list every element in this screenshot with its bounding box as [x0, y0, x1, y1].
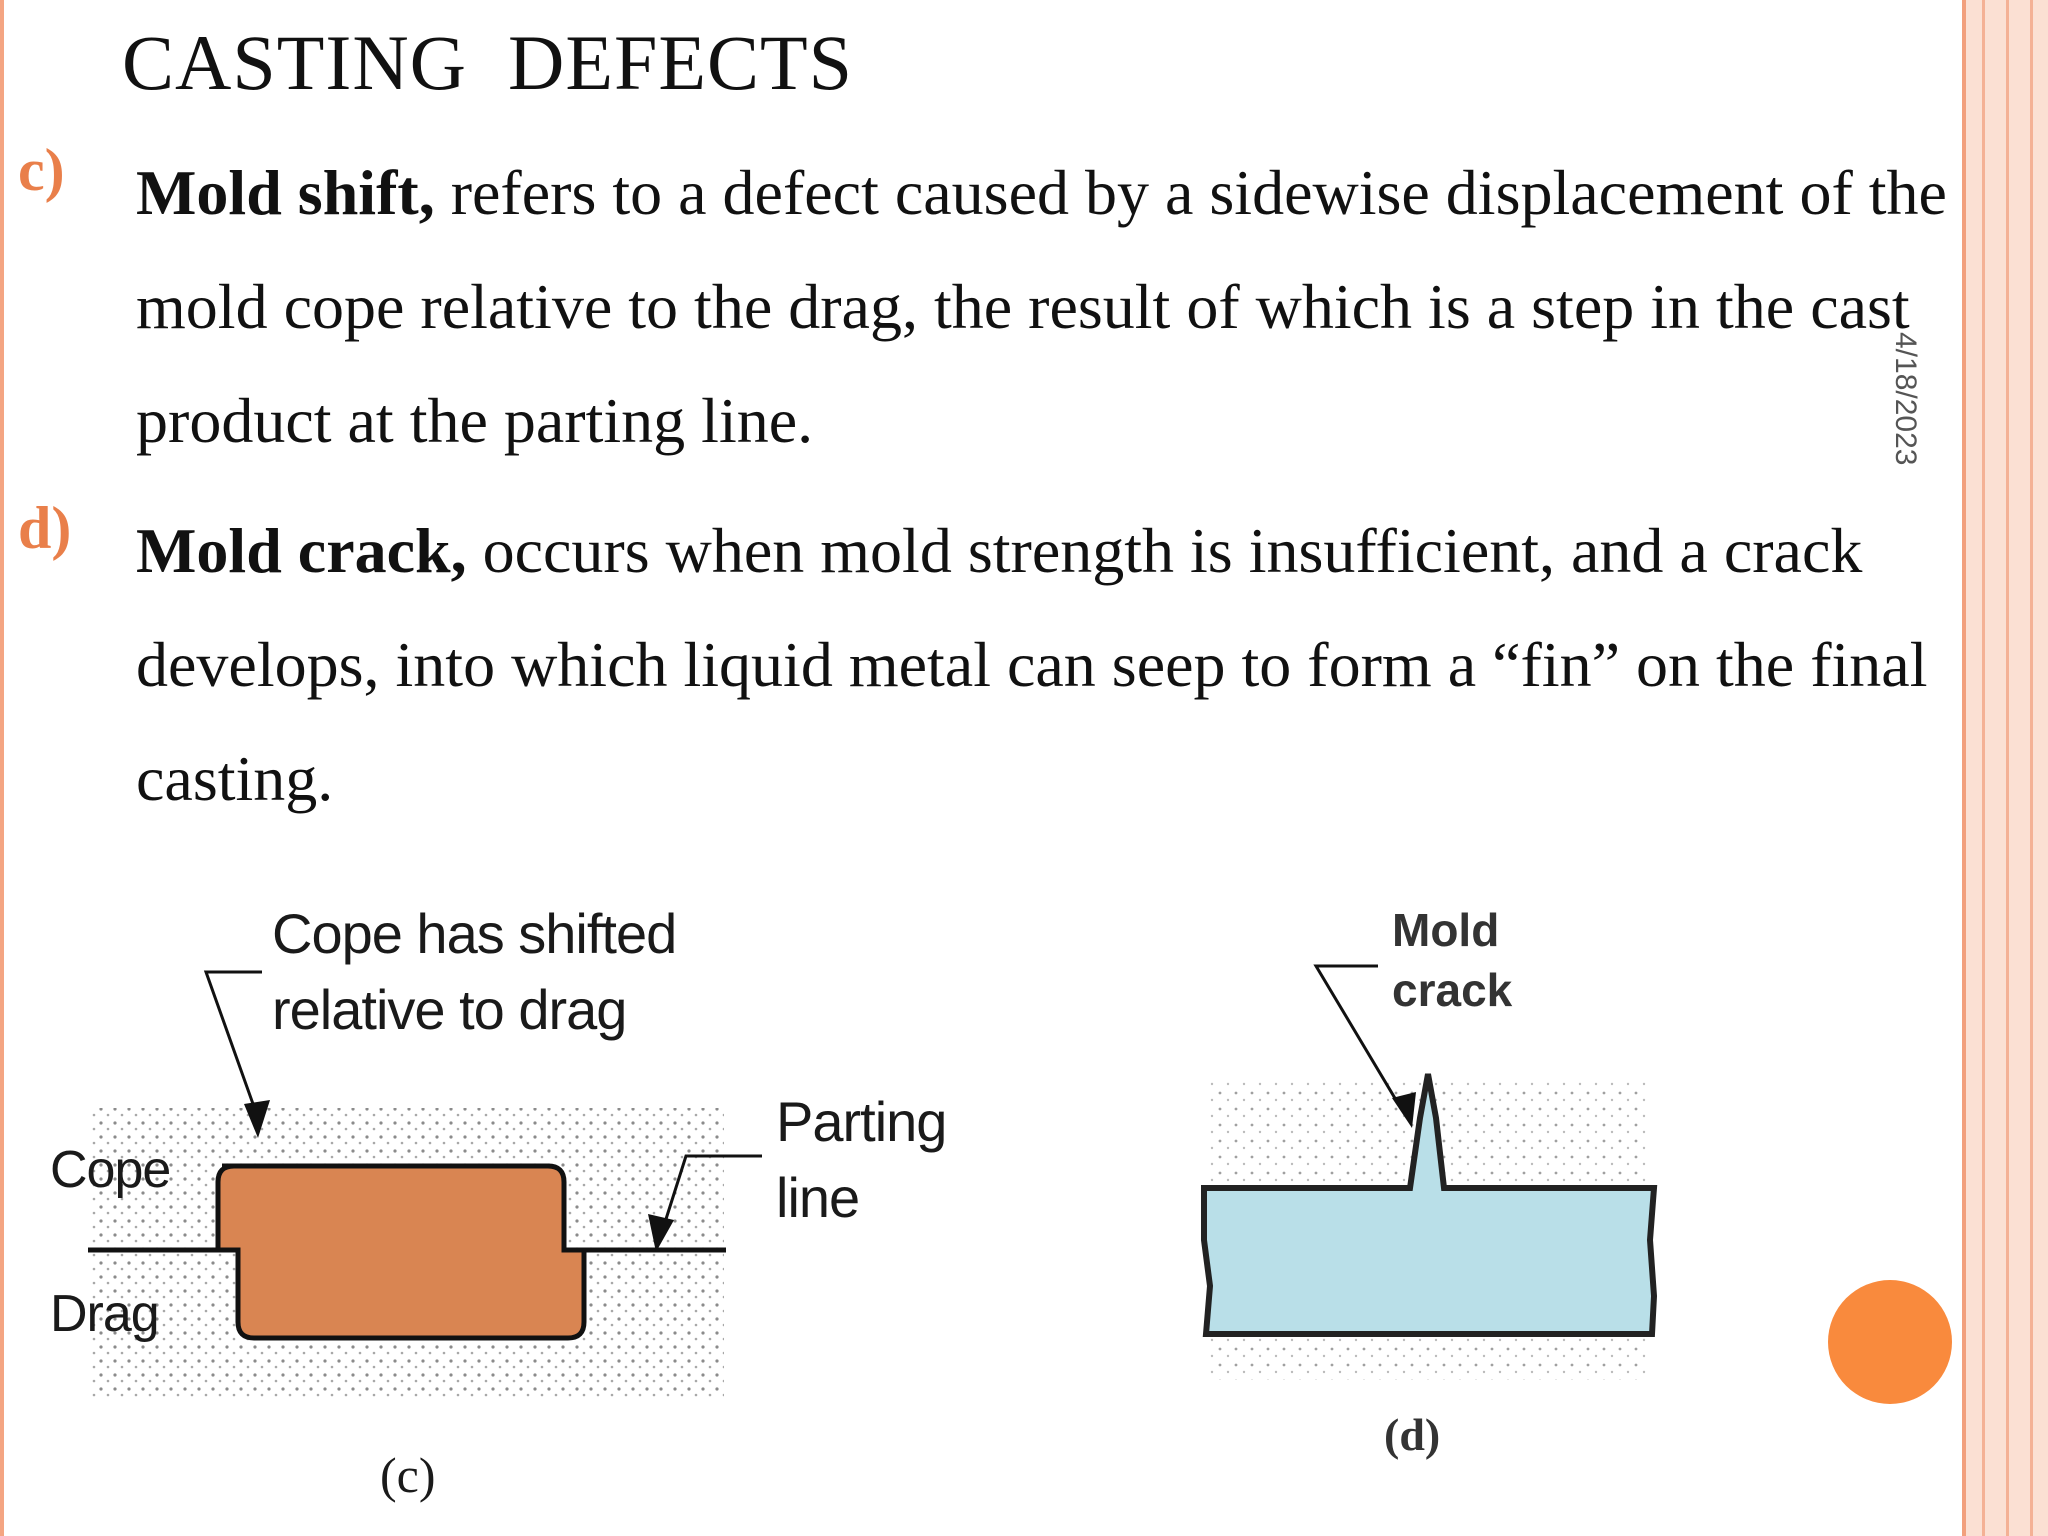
- slide-right-border-line: [2030, 0, 2033, 1536]
- item-text: Mold shift, refers to a defect caused by…: [136, 136, 2016, 478]
- item-text: Mold crack, occurs when mold strength is…: [136, 494, 2016, 836]
- mold-shift-diagram: [88, 970, 762, 1398]
- slide-left-border: [0, 0, 4, 1536]
- slide-right-border-band: [1962, 0, 2048, 1536]
- list-marker: c): [18, 137, 65, 203]
- parting-arrowhead: [648, 1214, 674, 1252]
- slide-right-border-line: [2006, 0, 2009, 1536]
- item-description: refers to a defect caused by a sidewise …: [136, 157, 1947, 456]
- crack-leader: [1313, 964, 1404, 1111]
- callout-line: Mold: [1392, 904, 1500, 956]
- cope-shift-callout: Cope has shifted relative to drag: [272, 896, 677, 1048]
- figure-c-caption: (c): [380, 1447, 436, 1503]
- slide-right-border-line: [1982, 0, 1985, 1536]
- callout-line: relative to drag: [272, 978, 627, 1041]
- slide-title: CASTING DEFECTS: [122, 19, 854, 106]
- parting-leader: [658, 1154, 762, 1239]
- list-marker: d): [18, 495, 72, 561]
- crack-arrowhead: [1392, 1092, 1416, 1128]
- cope-label: Cope: [50, 1141, 171, 1199]
- mold-crack-diagram: [1201, 964, 1658, 1380]
- callout-line: Cope has shifted: [272, 902, 677, 965]
- callout-arrowhead: [244, 1100, 270, 1138]
- item-description: occurs when mold strength is insufficien…: [136, 515, 1928, 814]
- parting-line-label: Parting line: [776, 1084, 947, 1236]
- callout-line: crack: [1392, 964, 1513, 1016]
- slide-date: 4/18/2023: [1889, 332, 1922, 466]
- item-term: Mold shift,: [136, 157, 435, 228]
- callout-leader: [203, 970, 262, 1119]
- shifted-casting: [215, 1163, 587, 1341]
- parting-label-line: Parting: [776, 1090, 947, 1153]
- parting-label-line: line: [776, 1166, 860, 1229]
- figure-d-caption: (d): [1384, 1409, 1441, 1460]
- item-term: Mold crack,: [136, 515, 467, 586]
- decorative-dot: [1828, 1280, 1952, 1404]
- mold-crack-callout: Mold crack: [1392, 900, 1512, 1020]
- slide-right-border-line: [1962, 0, 1966, 1536]
- drag-label: Drag: [50, 1285, 160, 1343]
- casting-with-fin: [1201, 1073, 1658, 1337]
